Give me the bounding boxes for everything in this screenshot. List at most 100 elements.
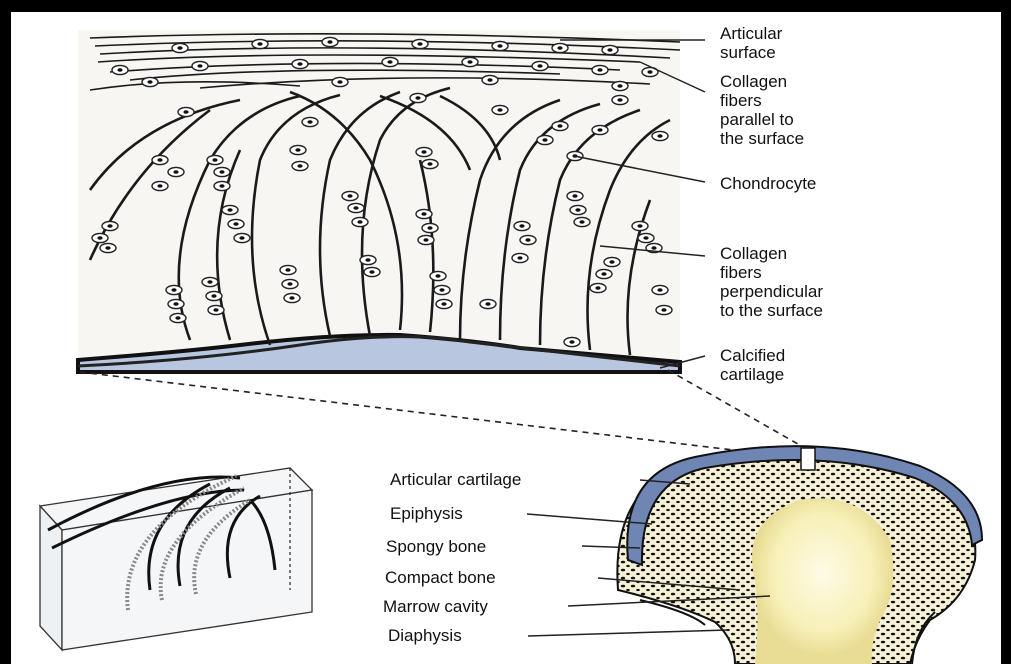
chondrocyte-nucleus <box>353 206 358 210</box>
label-line: parallel to <box>720 110 804 129</box>
chondrocyte-nucleus <box>211 294 216 298</box>
label-line: cartilage <box>720 365 785 384</box>
chondrocyte-nucleus <box>239 236 244 240</box>
chondrocyte-nucleus <box>617 84 622 88</box>
label-line: the surface <box>720 129 804 148</box>
chondrocyte-nucleus <box>227 208 232 212</box>
chondrocyte-nucleus <box>147 80 152 84</box>
chondrocyte-nucleus <box>297 164 302 168</box>
cartilage-zoom-panel <box>78 30 680 372</box>
chondrocyte-nucleus <box>219 184 224 188</box>
chondrocyte-nucleus <box>657 134 662 138</box>
label-line: Chondrocyte <box>720 174 816 193</box>
chondrocyte-nucleus <box>579 220 584 224</box>
chondrocyte-nucleus <box>427 162 432 166</box>
chondrocyte-nucleus <box>525 238 530 242</box>
chondrocyte-nucleus <box>287 282 292 286</box>
chondrocyte-nucleus <box>427 226 432 230</box>
marrow-cavity <box>752 498 893 664</box>
chondrocyte-nucleus <box>212 158 217 162</box>
chondrocyte-nucleus <box>542 138 547 142</box>
chondrocyte-nucleus <box>467 60 472 64</box>
chondrocyte-nucleus <box>421 150 426 154</box>
chondrocyte-nucleus <box>497 44 502 48</box>
chondrocyte-nucleus <box>601 272 606 276</box>
chondrocyte-nucleus <box>369 270 374 274</box>
chondrocyte-nucleus <box>107 224 112 228</box>
chondrocyte-nucleus <box>295 148 300 152</box>
chondrocyte-nucleus <box>233 222 238 226</box>
chondrocyte-nucleus <box>307 120 312 124</box>
chondrocyte-nucleus <box>617 98 622 102</box>
label-articular-cartilage: Articular cartilage <box>390 470 521 489</box>
chondrocyte-nucleus <box>171 288 176 292</box>
label-line: Articular <box>720 24 782 43</box>
chondrocyte-nucleus <box>387 60 392 64</box>
chondrocyte-nucleus <box>485 302 490 306</box>
chondrocyte-nucleus <box>657 288 662 292</box>
chondrocyte-nucleus <box>557 124 562 128</box>
chondrocyte-nucleus <box>441 302 446 306</box>
chondrocyte-nucleus <box>572 194 577 198</box>
chondrocyte-nucleus <box>157 158 162 162</box>
chondrocyte-nucleus <box>297 62 302 66</box>
chondrocyte-nucleus <box>157 184 162 188</box>
chondrocyte-nucleus <box>661 308 666 312</box>
chondrocyte-nucleus <box>497 108 502 112</box>
chondrocyte-nucleus <box>337 80 342 84</box>
chondrocyte-nucleus <box>519 224 524 228</box>
label-line: perpendicular <box>720 282 823 301</box>
fiber-block-inset <box>40 468 312 650</box>
chondrocyte-nucleus <box>637 224 642 228</box>
chondrocyte-nucleus <box>183 110 188 114</box>
chondrocyte-nucleus <box>597 68 602 72</box>
chondrocyte-nucleus <box>327 40 332 44</box>
label-line: Collagen <box>720 72 804 91</box>
chondrocyte-nucleus <box>365 258 370 262</box>
chondrocyte-nucleus <box>197 64 202 68</box>
chondrocyte-nucleus <box>575 208 580 212</box>
chondrocyte-nucleus <box>117 68 122 72</box>
chondrocyte-nucleus <box>97 236 102 240</box>
label-line: surface <box>720 43 782 62</box>
label-chondrocyte: Chondrocyte <box>720 174 816 193</box>
chondrocyte-nucleus <box>173 170 178 174</box>
chondrocyte-nucleus <box>537 64 542 68</box>
label-articular-surface: Articular surface <box>720 24 782 62</box>
chondrocyte-nucleus <box>557 46 562 50</box>
chondrocyte-nucleus <box>417 42 422 46</box>
chondrocyte-nucleus <box>207 280 212 284</box>
chondrocyte-nucleus <box>643 236 648 240</box>
chondrocyte-nucleus <box>357 220 362 224</box>
chondrocyte-nucleus <box>289 296 294 300</box>
chondrocyte-nucleus <box>173 302 178 306</box>
chondrocyte-nucleus <box>607 48 612 52</box>
chondrocyte-nucleus <box>285 268 290 272</box>
chondrocyte-nucleus <box>105 246 110 250</box>
label-compact-bone: Compact bone <box>385 568 496 587</box>
chondrocyte-nucleus <box>487 78 492 82</box>
projection-lines <box>80 370 812 458</box>
chondrocyte-nucleus <box>421 212 426 216</box>
label-calcified-cartilage: Calcified cartilage <box>720 346 785 384</box>
label-spongy-bone: Spongy bone <box>386 537 486 556</box>
chondrocyte-nucleus <box>213 308 218 312</box>
label-line: Collagen <box>720 244 823 263</box>
chondrocyte-nucleus <box>347 194 352 198</box>
chondrocyte-nucleus <box>517 256 522 260</box>
label-line: Calcified <box>720 346 785 365</box>
chondrocyte-nucleus <box>415 96 420 100</box>
chondrocyte-nucleus <box>595 286 600 290</box>
label-epiphysis: Epiphysis <box>390 504 463 523</box>
chondrocyte-nucleus <box>651 246 656 250</box>
chondrocyte-nucleus <box>439 288 444 292</box>
chondrocyte-nucleus <box>569 340 574 344</box>
label-collagen-parallel: Collagen fibers parallel to the surface <box>720 72 804 148</box>
label-line: fibers <box>720 263 823 282</box>
chondrocyte-nucleus <box>219 170 224 174</box>
chondrocyte-nucleus <box>423 238 428 242</box>
label-line: to the surface <box>720 301 823 320</box>
chondrocyte-nucleus <box>175 316 180 320</box>
